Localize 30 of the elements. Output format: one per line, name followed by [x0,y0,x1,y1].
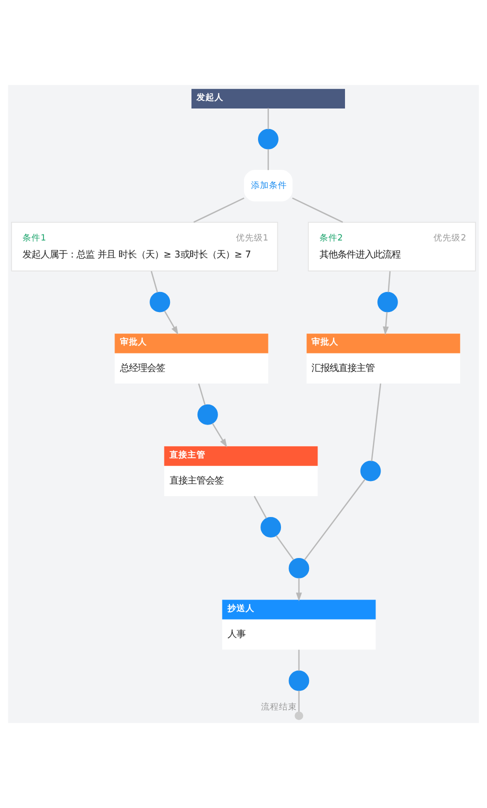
node-circle [288,670,310,692]
connector [388,271,391,292]
connector [268,149,269,170]
node-circle [360,460,381,482]
node-box: 条件1 优先级1 发起人属于：总监 并且 时长（天）≥ 3或时长（天）≥ 7 [11,222,278,272]
node-circle [288,558,310,578]
arrow [164,310,178,335]
node-circle [260,517,282,538]
connector [268,108,269,130]
connector [298,650,300,671]
arrow [296,578,302,602]
node-circle [294,711,304,720]
connector [198,383,206,406]
arrow [212,423,228,448]
connector [150,271,158,293]
arrow [382,312,389,336]
node-circle [197,404,218,425]
node-box: 添加条件 [244,170,293,202]
connector [298,690,300,712]
node-circle [377,292,398,312]
node-label: 流程结束 [260,702,297,712]
connector [254,496,267,519]
connector [304,478,366,560]
node-circle [258,128,278,150]
connector [193,198,244,223]
connector [370,383,382,462]
node-box: 条件2 优先级2 其他条件进入此流程 [308,222,476,272]
connector [276,535,294,560]
connector [292,198,344,223]
node-circle [150,292,170,312]
